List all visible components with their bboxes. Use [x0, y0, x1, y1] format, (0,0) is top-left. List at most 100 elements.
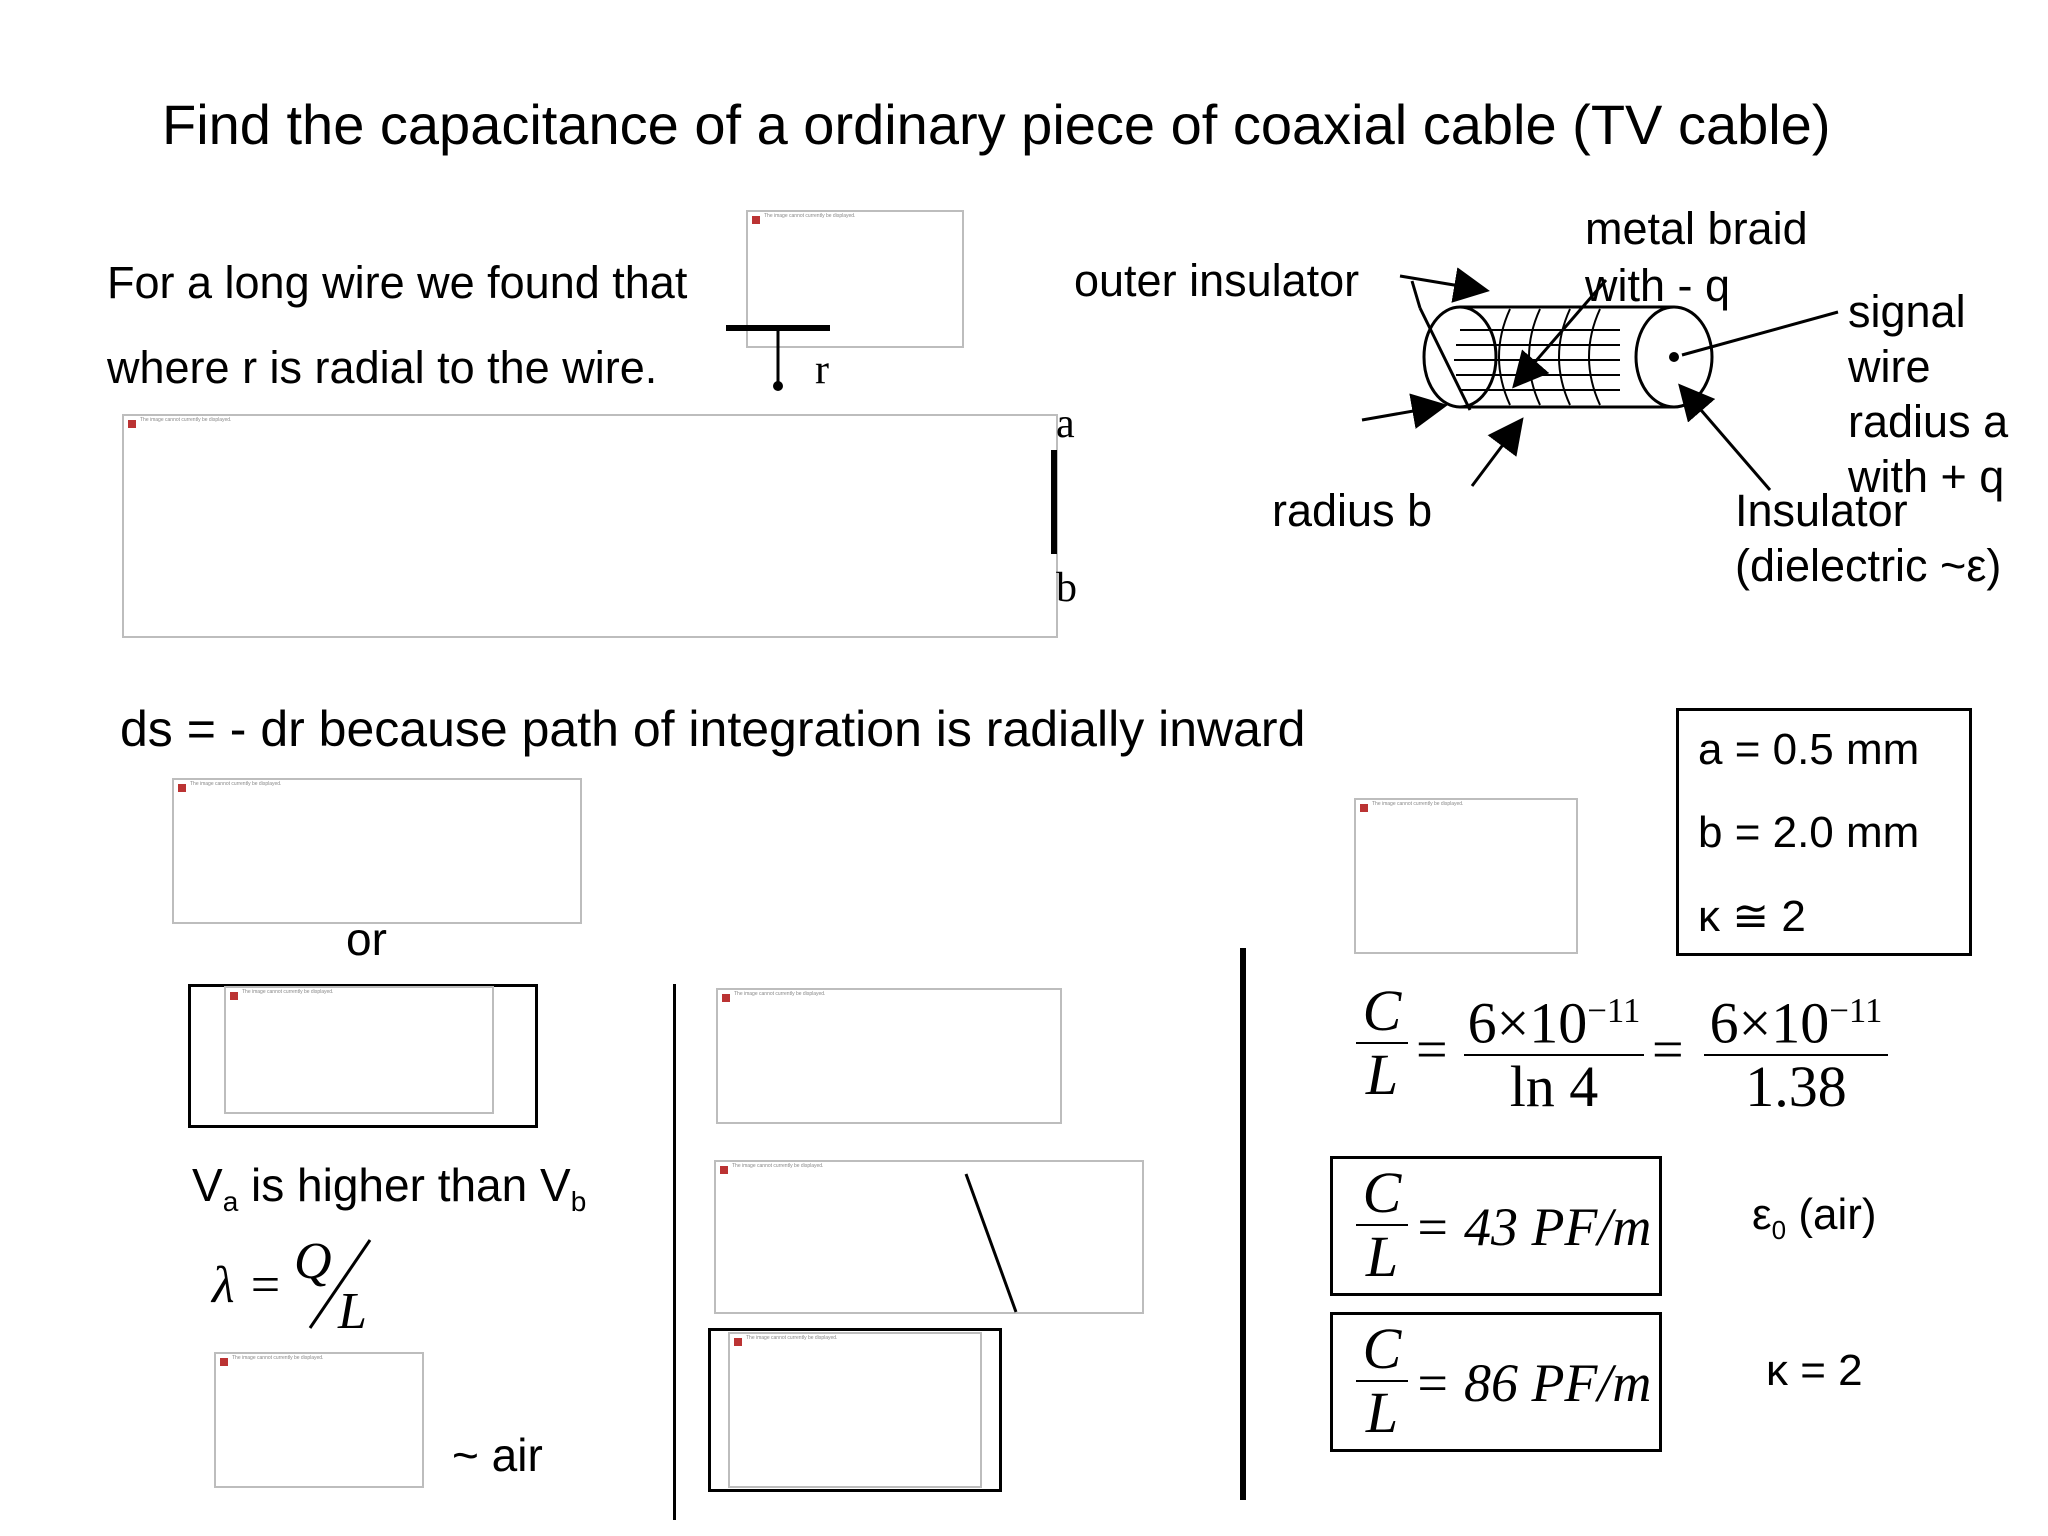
equals-sign-1: = [1416, 1019, 1448, 1081]
potential-result-image: The image cannot currently be displayed. [172, 778, 582, 924]
epsilon-sub: 0 [1771, 1214, 1787, 1245]
wire-label: wire [1848, 341, 1931, 392]
integration-path-bar [1051, 450, 1057, 554]
lambda-l: L [338, 1283, 367, 1340]
r-label: r [815, 347, 829, 393]
column-divider-1 [673, 984, 676, 1520]
broken-image-icon [720, 1166, 728, 1174]
capacitance-derivation-image-1: The image cannot currently be displayed. [716, 988, 1062, 1124]
lambda-lhs: λ = [212, 1257, 283, 1314]
page-title: Find the capacitance of a ordinary piece… [162, 93, 1831, 156]
numerator-1-base: 6×10 [1467, 990, 1588, 1056]
fraction-bar [1356, 1042, 1408, 1044]
air-note-tail: (air) [1786, 1190, 1877, 1239]
vb-sub: b [570, 1186, 587, 1218]
given-kappa: κ ≅ 2 [1698, 892, 1806, 941]
capacitance-derivation-image-2: The image cannot currently be displayed. [714, 1160, 1144, 1314]
broken-image-icon [722, 994, 730, 1002]
boxed-capacitance-image: The image cannot currently be displayed. [728, 1332, 982, 1488]
dielectric-label: (dielectric ~ε) [1735, 540, 2002, 591]
c-symbol: C [1362, 1316, 1402, 1381]
result-air-value: = 43 PF/m [1414, 1197, 1652, 1257]
outer-insulator-label: outer insulator [1074, 255, 1360, 306]
l-symbol: L [1365, 1380, 1399, 1445]
placeholder-label: The image cannot currently be displayed. [732, 1163, 824, 1169]
broken-image-icon [230, 992, 238, 1000]
placeholder-label: The image cannot currently be displayed. [140, 417, 232, 423]
c-symbol: C [1362, 1160, 1402, 1225]
broken-image-icon [128, 420, 136, 428]
ln4-fraction: 6×10−11 ln 4 [1464, 980, 1644, 1118]
a-limit-label: a [1056, 401, 1075, 447]
broken-image-icon [1360, 804, 1368, 812]
fraction-bar [1464, 1054, 1644, 1057]
fraction-bar [1356, 1380, 1408, 1382]
result-kappa-value: = 86 PF/m [1414, 1353, 1652, 1413]
l-symbol: L [1365, 1224, 1399, 1289]
boxed-capacitance-formula [708, 1328, 1002, 1492]
metal-braid-label: metal braid [1585, 203, 1808, 254]
air-note: ε0 (air) [1752, 1190, 1877, 1246]
broken-image-icon [220, 1358, 228, 1366]
denominator-2: 1.38 [1745, 1054, 1847, 1120]
numeric-fraction: 6×10−11 1.38 [1704, 980, 1888, 1118]
placeholder-label: The image cannot currently be displayed. [190, 781, 282, 787]
va-mid: is higher than V [238, 1159, 571, 1211]
lambda-q: Q [294, 1233, 332, 1290]
capacitance-formula-image: The image cannot currently be displayed. [214, 1352, 424, 1488]
or-label: or [346, 913, 387, 965]
b-limit-label: b [1056, 565, 1077, 611]
braid-charge-label: with - q [1585, 260, 1731, 311]
broken-image-icon [734, 1338, 742, 1346]
va-v: V [192, 1159, 223, 1211]
broken-image-icon [752, 216, 760, 224]
placeholder-label: The image cannot currently be displayed. [734, 991, 826, 997]
boxed-potential-formula [188, 984, 538, 1128]
coaxial-cable-diagram [1361, 267, 1839, 491]
c-over-l-kappa: C L [1356, 1318, 1408, 1444]
numerator-2-exp: −11 [1829, 991, 1883, 1030]
cancel-stroke [964, 1173, 1018, 1313]
result-air-box [1330, 1156, 1662, 1296]
column-divider-2 [1240, 948, 1246, 1500]
c-over-l-fraction: C L [1356, 980, 1408, 1106]
air-label: ~ air [452, 1429, 543, 1481]
result-kappa-box [1330, 1312, 1662, 1452]
numerator-1: 6×10−11 [1468, 980, 1641, 1054]
intro-line-1: For a long wire we found that [107, 257, 688, 308]
intro-line-2: where r is radial to the wire. [107, 342, 658, 393]
signal-charge-label: with + q [1848, 451, 2005, 502]
radius-a-label: radius a [1848, 396, 2009, 447]
va-higher-text: Va is higher than Vb [192, 1158, 586, 1218]
capacitance-per-length-image: The image cannot currently be displayed. [1354, 798, 1578, 954]
denominator-1: ln 4 [1509, 1054, 1599, 1120]
placeholder-label: The image cannot currently be displayed. [764, 213, 856, 219]
numerator-1-exp: −11 [1587, 991, 1641, 1030]
placeholder-label: The image cannot currently be displayed. [242, 989, 334, 995]
c-symbol: C [1362, 978, 1402, 1043]
epsilon-symbol: ε [1752, 1190, 1772, 1239]
numerator-2-base: 6×10 [1709, 990, 1830, 1056]
fraction-bar [1704, 1054, 1888, 1057]
l-symbol: L [1365, 1042, 1399, 1107]
potential-integral-image: The image cannot currently be displayed. [122, 414, 1058, 638]
given-values-box [1676, 708, 1972, 956]
placeholder-label: The image cannot currently be displayed. [232, 1355, 324, 1361]
equals-sign-2: = [1652, 1019, 1684, 1081]
wire-radial-sketch [726, 325, 830, 391]
kappa-note: κ = 2 [1766, 1346, 1863, 1395]
given-a: a = 0.5 mm [1698, 725, 1920, 774]
placeholder-label: The image cannot currently be displayed. [1372, 801, 1464, 807]
placeholder-label: The image cannot currently be displayed. [746, 1335, 838, 1341]
fraction-bar [1356, 1224, 1408, 1226]
lambda-slash [308, 1239, 372, 1329]
broken-image-icon [178, 784, 186, 792]
signal-label: signal [1848, 286, 1966, 337]
insulator-label: Insulator [1735, 485, 1908, 536]
given-b: b = 2.0 mm [1698, 808, 1920, 857]
radius-b-label: radius b [1272, 485, 1433, 536]
ds-note: ds = - dr because path of integration is… [120, 701, 1306, 757]
numerator-2: 6×10−11 [1710, 980, 1883, 1054]
boxed-potential-image: The image cannot currently be displayed. [224, 986, 494, 1114]
va-sub: a [222, 1186, 239, 1218]
